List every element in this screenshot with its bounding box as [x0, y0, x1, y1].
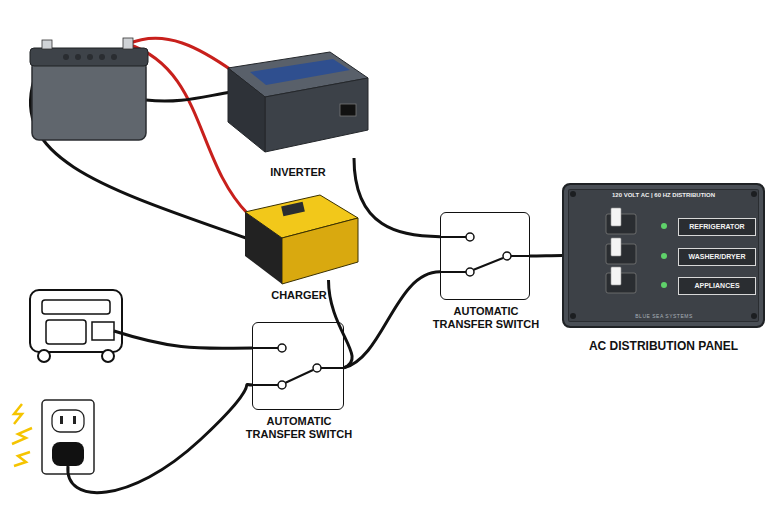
panel-screw: [751, 191, 757, 197]
generator-wheel: [38, 350, 50, 362]
power-cable: [354, 158, 440, 237]
node-label: CHARGER: [240, 289, 358, 302]
generator-outlet-panel: [92, 322, 114, 340]
battery-cap: [87, 54, 93, 60]
node-label: INVERTER: [238, 166, 358, 179]
inverter-front: [265, 78, 368, 152]
battery-cap: [63, 54, 69, 60]
battery-body: [32, 60, 146, 140]
switch-symbol: [252, 348, 344, 385]
charger-front: [282, 218, 358, 284]
node-label: APPLIANCES: [679, 282, 755, 290]
circuit-plate: WASHER/DRYER: [678, 248, 756, 266]
switch-contact: [466, 268, 474, 276]
power-cable: [329, 280, 353, 368]
power-cable: [344, 272, 440, 368]
wall-outlet: [42, 400, 94, 474]
plug-cord: [68, 384, 253, 492]
breaker-toggle: [611, 208, 621, 226]
generator-wire: [114, 331, 253, 348]
switch-contact: [466, 233, 474, 241]
battery-cap: [111, 54, 117, 60]
switch-contact: [278, 344, 286, 352]
generator-engine: [46, 320, 86, 344]
charger-side: [245, 212, 282, 284]
switch-fill: [252, 322, 344, 410]
charger-display: [281, 202, 305, 217]
switch-contact: [503, 252, 511, 260]
battery-terminal: [123, 38, 133, 49]
switch-fill: [440, 212, 530, 300]
circuit-plate: APPLIANCES: [678, 277, 756, 295]
indicator-led: [661, 282, 667, 288]
spark-mark: [12, 428, 32, 444]
panel-screw: [751, 313, 757, 319]
outlet-slot: [73, 416, 76, 424]
outlet-socket: [52, 410, 84, 432]
breaker-toggle: [611, 238, 621, 256]
spark-mark: [14, 452, 30, 466]
node-label: 120 VOLT AC | 60 HZ DISTRIBUTION: [564, 192, 763, 199]
indicator-led: [661, 223, 667, 229]
brand-mark: BLUE SEA SYSTEMS: [598, 313, 730, 319]
panel-screw: [570, 313, 576, 319]
node-label: AUTOMATIC TRANSFER SWITCH: [432, 305, 540, 330]
battery-lid: [30, 48, 148, 66]
charger-unit: CHARGER: [240, 195, 358, 280]
node-label: REFRIGERATOR: [679, 223, 755, 231]
power-cable: [530, 254, 562, 258]
outlet-plug: [52, 442, 84, 466]
battery-cap: [99, 54, 105, 60]
black-wire: [146, 92, 232, 101]
battery-terminal: [42, 40, 52, 49]
node-label: WASHER/DRYER: [679, 253, 755, 261]
inverter-unit: INVERTER: [228, 52, 368, 158]
spark-mark: [14, 404, 22, 424]
node-label: AC DISTRIBUTION PANEL: [532, 340, 768, 354]
indicator-led: [661, 253, 667, 259]
inverter-side: [228, 68, 265, 152]
inverter-stripe: [250, 59, 350, 85]
switch-contact: [313, 364, 321, 372]
transfer-switch: AUTOMATIC TRANSFER SWITCH: [252, 322, 344, 410]
switch-contact: [278, 381, 286, 389]
outlet-slot: [60, 416, 63, 424]
switch-symbol: [440, 237, 530, 272]
generator-frame: [30, 290, 122, 352]
panel-screw: [570, 191, 576, 197]
inverter-outlet: [340, 104, 356, 116]
breaker-toggle: [611, 267, 621, 285]
node-label: AUTOMATIC TRANSFER SWITCH: [245, 415, 353, 440]
circuit-plate: REFRIGERATOR: [678, 218, 756, 236]
battery-cap: [75, 54, 81, 60]
generator-wheel: [102, 350, 114, 362]
generator-tank: [42, 300, 110, 314]
